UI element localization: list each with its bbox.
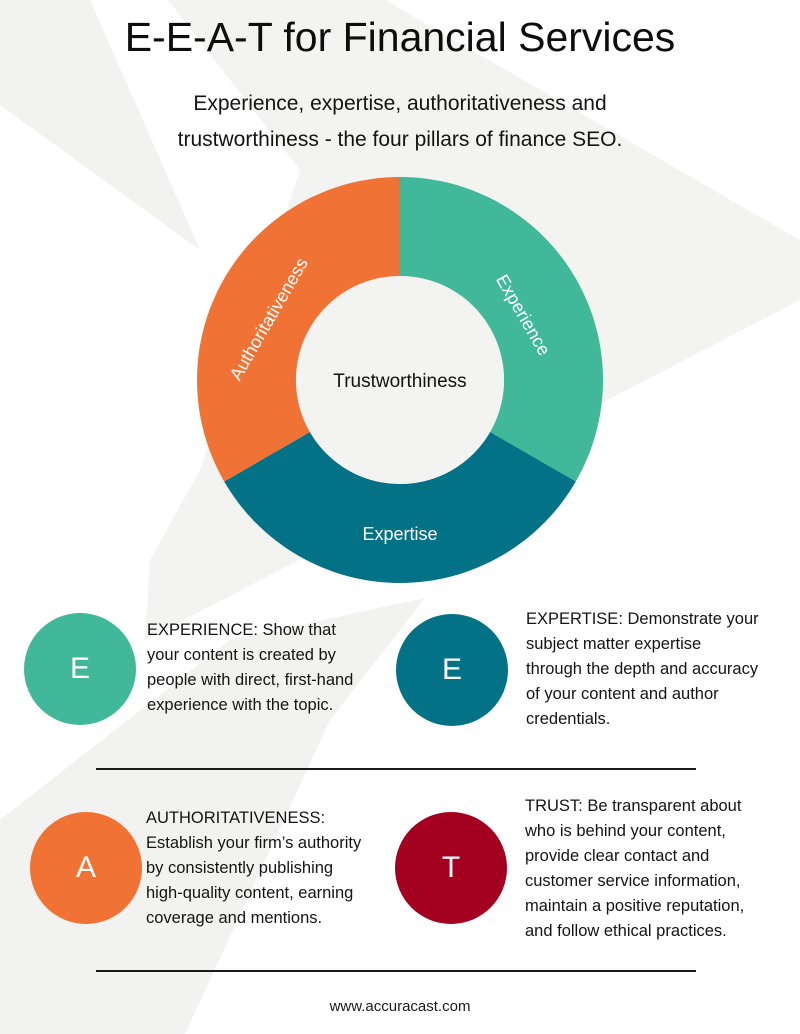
text-line: your content is created by — [147, 646, 336, 664]
text-line: EXPERIENCE: Show that — [147, 621, 336, 639]
page-title: E-E-A-T for Financial Services — [124, 14, 676, 60]
bg-shard-lower-left — [0, 598, 425, 1034]
center-circle — [296, 276, 504, 484]
text-line: subject matter expertise — [526, 635, 702, 653]
text-line: TRUST: Be transparent about — [525, 797, 742, 815]
pillar-experience-letter: E — [69, 652, 90, 685]
text-line: and follow ethical practices. — [525, 922, 727, 940]
subtitle-line-2: trustworthiness - the four pillars of fi… — [177, 128, 623, 151]
subtitle-line-1: Experience, expertise, authoritativeness… — [193, 92, 607, 115]
text-line: AUTHORITATIVENESS: — [146, 809, 326, 827]
text-line: people with direct, first-hand — [147, 671, 354, 689]
segment-experience — [400, 177, 603, 482]
segment-label-expertise: Expertise — [362, 524, 437, 544]
text-line: EXPERTISE: Demonstrate your — [526, 610, 759, 628]
text-line: customer service information, — [525, 872, 741, 890]
text-line: credentials. — [526, 710, 611, 728]
text-line: of your content and author — [526, 685, 719, 703]
bg-shard-top-left — [0, 0, 200, 250]
text-line: by consistently publishing — [146, 859, 334, 877]
text-line: who is behind your content, — [525, 822, 726, 840]
pillar-experience-badge: E — [24, 613, 136, 725]
pillar-trust-letter: T — [441, 851, 461, 884]
text-line: experience with the topic. — [147, 696, 334, 714]
pillar-authoritativeness-letter: A — [75, 851, 96, 884]
segment-expertise — [224, 432, 576, 583]
segment-authoritativeness — [197, 177, 400, 482]
pillar-expertise-letter: E — [441, 653, 462, 686]
eeat-donut-diagram: Experience Expertise Authoritativeness T… — [190, 170, 610, 590]
pillar-expertise-badge: E — [396, 614, 508, 726]
divider-bottom — [96, 970, 696, 972]
text-line: through the depth and accuracy — [526, 660, 759, 678]
pillar-trust-badge: T — [395, 812, 507, 924]
divider-top — [96, 768, 696, 770]
pillar-trust-description: TRUST: Be transparent about who is behin… — [525, 794, 785, 944]
pillar-authoritativeness-description: AUTHORITATIVENESS: Establish your firm’s… — [146, 806, 391, 931]
text-line: provide clear contact and — [525, 847, 710, 865]
text-line: Establish your firm’s authority — [146, 834, 362, 852]
pillar-authoritativeness-badge: A — [30, 812, 142, 924]
subtitle: Experience, expertise, authoritativeness… — [0, 86, 800, 158]
footer-url-link[interactable]: www.accuracast.com — [329, 998, 471, 1015]
text-line: maintain a positive reputation, — [525, 897, 745, 915]
pillar-experience-description: EXPERIENCE: Show that your content is cr… — [147, 618, 387, 718]
center-label-trustworthiness: Trustworthiness — [333, 371, 466, 392]
text-line: high-quality content, earning — [146, 884, 354, 902]
text-line: coverage and mentions. — [146, 909, 323, 927]
pillar-expertise-description: EXPERTISE: Demonstrate your subject matt… — [526, 607, 786, 732]
